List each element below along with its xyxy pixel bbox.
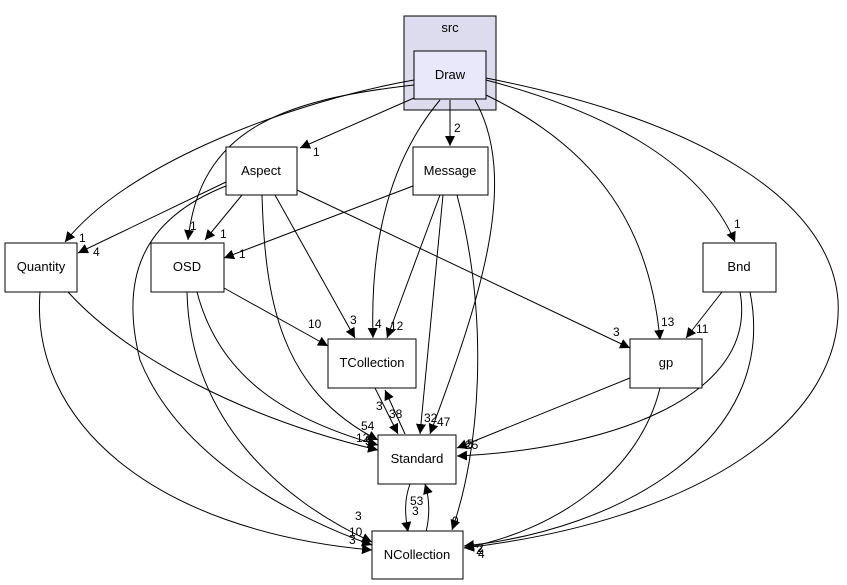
edge-label-aspect-tcollection: 3 — [350, 313, 357, 327]
node-osd[interactable]: OSD — [150, 242, 225, 293]
edge-draw-tcollection — [367, 99, 441, 339]
edge-label-draw-standard: 47 — [437, 415, 451, 429]
edge-label-draw-tcollection: 4 — [375, 317, 382, 331]
node-aspect-label: Aspect — [241, 163, 281, 178]
edge-aspect-ncollection — [132, 185, 373, 547]
cluster-src-label: src — [441, 20, 459, 35]
node-tcollection-label: TCollection — [339, 355, 404, 370]
edges — [38, 77, 839, 555]
edge-label-osd-ncollection: 3 — [349, 533, 356, 547]
edge-label-aspect-ncollection: 3 — [355, 509, 362, 523]
node-message-label: Message — [424, 163, 477, 178]
node-tcollection[interactable]: TCollection — [327, 338, 417, 389]
edge-standard-tcollection — [384, 389, 406, 435]
edge-label-ncollection-standard: 3 — [412, 504, 419, 518]
edge-draw-standard — [428, 99, 496, 435]
edge-label-osd-tcollection: 10 — [308, 317, 322, 331]
edge-draw-bnd — [485, 79, 736, 243]
node-quantity[interactable]: Quantity — [4, 242, 78, 293]
node-message[interactable]: Message — [412, 146, 489, 196]
edge-label-draw-aspect: 1 — [313, 145, 320, 159]
node-draw-label: Draw — [435, 67, 466, 82]
node-bnd-label: Bnd — [727, 259, 750, 274]
edge-message-standard — [415, 194, 444, 435]
edge-osd-standard — [196, 291, 379, 448]
edge-draw-gp — [485, 94, 665, 341]
node-gp-label: gp — [659, 355, 673, 370]
edge-label-draw-gp: 13 — [661, 315, 675, 329]
edge-osd-tcollection — [223, 287, 329, 347]
edge-aspect-tcollection — [274, 194, 356, 339]
edge-label-draw-message: 2 — [454, 121, 461, 135]
edge-osd-ncollection — [186, 291, 373, 543]
edge-labels: 2 1 1 1 1 13 4 47 4 4 1 3 3 54 3 1 12 32… — [79, 121, 741, 561]
edge-message-osd — [223, 185, 414, 260]
node-aspect[interactable]: Aspect — [225, 146, 298, 196]
edge-standard-ncollection — [401, 483, 412, 533]
edge-label-quantity-standard: 5 — [365, 434, 372, 448]
edge-label-quantity-ncollection: 10 — [349, 525, 363, 539]
nodes: Draw Aspect Message Quantity OSD Bnd TCo… — [4, 50, 777, 580]
edge-label-message-osd: 1 — [239, 247, 246, 261]
edge-label-bnd-ncollection: 2 — [476, 543, 483, 557]
edge-label-message-standard: 32 — [424, 411, 438, 425]
edge-label-bnd-gp: 11 — [696, 322, 709, 336]
node-bnd[interactable]: Bnd — [702, 242, 777, 293]
edge-label-osd-standard: 12 — [356, 431, 370, 445]
edge-label-draw-bnd: 1 — [734, 217, 741, 231]
edge-aspect-osd — [204, 194, 243, 241]
node-quantity-label: Quantity — [17, 259, 66, 274]
edge-quantity-ncollection — [38, 291, 373, 555]
edge-label-standard-tcollection: 3 — [376, 399, 383, 413]
node-ncollection-label: NCollection — [384, 547, 450, 562]
edge-label-bnd-standard: 5 — [467, 437, 474, 451]
edge-draw-quantity — [64, 79, 415, 243]
node-gp[interactable]: gp — [629, 338, 703, 389]
edge-gp-standard — [456, 377, 631, 449]
edge-label-aspect-osd: 1 — [220, 227, 227, 241]
edge-aspect-quantity — [77, 181, 227, 254]
edge-aspect-standard — [261, 194, 379, 441]
edge-draw-aspect — [299, 97, 415, 149]
edge-aspect-gp — [296, 189, 631, 349]
node-standard[interactable]: Standard — [377, 434, 457, 485]
node-standard-label: Standard — [391, 451, 444, 466]
edge-message-ncollection — [450, 194, 479, 531]
edge-label-aspect-standard: 54 — [361, 419, 375, 433]
edge-label-message-tcollection: 12 — [390, 319, 404, 333]
node-osd-label: OSD — [173, 259, 201, 274]
edge-label-draw-osd: 1 — [190, 219, 197, 233]
node-draw[interactable]: Draw — [413, 50, 487, 100]
edge-label-standard-ncollection: 53 — [410, 494, 424, 508]
edge-label-draw-quantity: 1 — [79, 231, 86, 245]
edge-label-aspect-quantity: 4 — [93, 245, 100, 259]
edge-bnd-gp — [685, 291, 723, 339]
edge-message-tcollection — [385, 194, 441, 339]
edge-label-gp-ncollection: 2 — [477, 541, 484, 555]
edge-label-aspect-gp: 3 — [613, 325, 620, 339]
edge-quantity-standard — [67, 291, 379, 453]
edge-draw-ncollection — [463, 77, 839, 552]
edge-label-gp-standard: 25 — [465, 438, 479, 452]
edge-tcollection-standard — [374, 387, 399, 435]
edge-label-message-ncollection: 9 — [452, 514, 459, 528]
edge-bnd-ncollection — [463, 291, 755, 550]
edge-bnd-standard — [456, 291, 743, 461]
edge-label-draw-ncollection: 4 — [478, 547, 485, 561]
node-ncollection[interactable]: NCollection — [371, 530, 464, 580]
edge-gp-ncollection — [463, 387, 661, 552]
edge-label-tcollection-standard: 38 — [389, 407, 403, 421]
edge-ncollection-standard — [423, 483, 433, 533]
